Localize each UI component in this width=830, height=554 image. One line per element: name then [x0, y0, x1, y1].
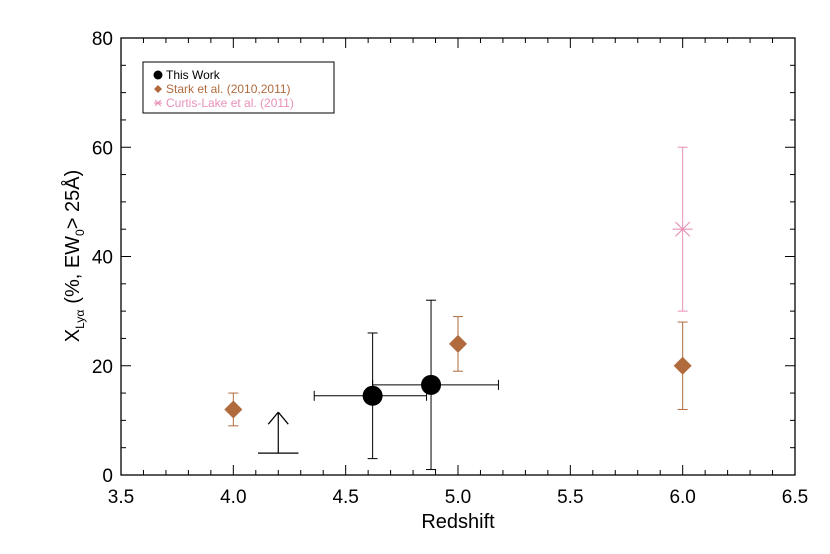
legend-marker	[153, 70, 163, 80]
x-tick-label: 6.0	[669, 487, 695, 508]
legend-label: Stark et al. (2010,2011)	[166, 82, 291, 96]
asterisk-stroke	[675, 221, 691, 237]
legend-marker	[154, 99, 162, 107]
data-point	[224, 400, 243, 419]
x-tick-label: 4.0	[220, 487, 246, 508]
limit-arrowhead	[267, 411, 279, 425]
x-tick-label: 5.0	[445, 487, 471, 508]
y-tick-label: 40	[92, 248, 113, 269]
data-point	[673, 356, 692, 375]
legend-item: This Work	[153, 68, 221, 82]
x-tick-label: 4.5	[332, 487, 358, 508]
data-point	[672, 221, 693, 237]
data-point	[362, 385, 383, 406]
axis-tick-labels: 3.5 4.0 4.5 5.0 5.5 6.0 6.5 0 20 40 60 80	[92, 29, 808, 508]
x-tick-label: 5.5	[557, 487, 583, 508]
asterisk-stroke	[154, 99, 162, 107]
x-tick-label: 3.5	[108, 487, 134, 508]
y-tick-label: 0	[102, 466, 113, 487]
legend-label: Curtis-Lake et al. (2011)	[166, 96, 294, 110]
x-tick-label: 6.5	[782, 487, 808, 508]
y-axis-title-main: X	[62, 329, 84, 342]
legend-label: This Work	[166, 68, 221, 82]
data-point	[449, 334, 467, 353]
y-tick-label: 80	[92, 29, 113, 50]
y-tick-label: 20	[92, 357, 113, 378]
series-curtis-lake-et-al-2011	[672, 146, 693, 312]
legend-item: Curtis-Lake et al. (2011)	[154, 96, 294, 110]
legend-item: Stark et al. (2010,2011)	[154, 82, 291, 96]
y-axis-title: XLyα (%, EW0> 25Å)	[61, 170, 87, 342]
y-axis-title-part2: > 25Å)	[61, 170, 84, 229]
x-axis-title: Redshift	[421, 511, 495, 533]
series-stark-et-al-2010-2011	[224, 316, 692, 427]
y-axis-title-part1: (%, EW	[62, 236, 84, 304]
data-marks	[224, 146, 693, 471]
axis-ticks	[120, 37, 796, 476]
legend-box	[142, 61, 335, 114]
y-axis-title-part1-sub: 0	[73, 229, 87, 236]
series-this-work	[258, 299, 499, 471]
lower-limit-arrow	[258, 411, 299, 454]
legend-marker	[154, 85, 162, 93]
data-point	[421, 374, 442, 395]
limit-arrowhead	[277, 411, 289, 425]
y-tick-label: 60	[92, 138, 113, 159]
y-axis-title-main-sub: Lyα	[73, 310, 87, 329]
